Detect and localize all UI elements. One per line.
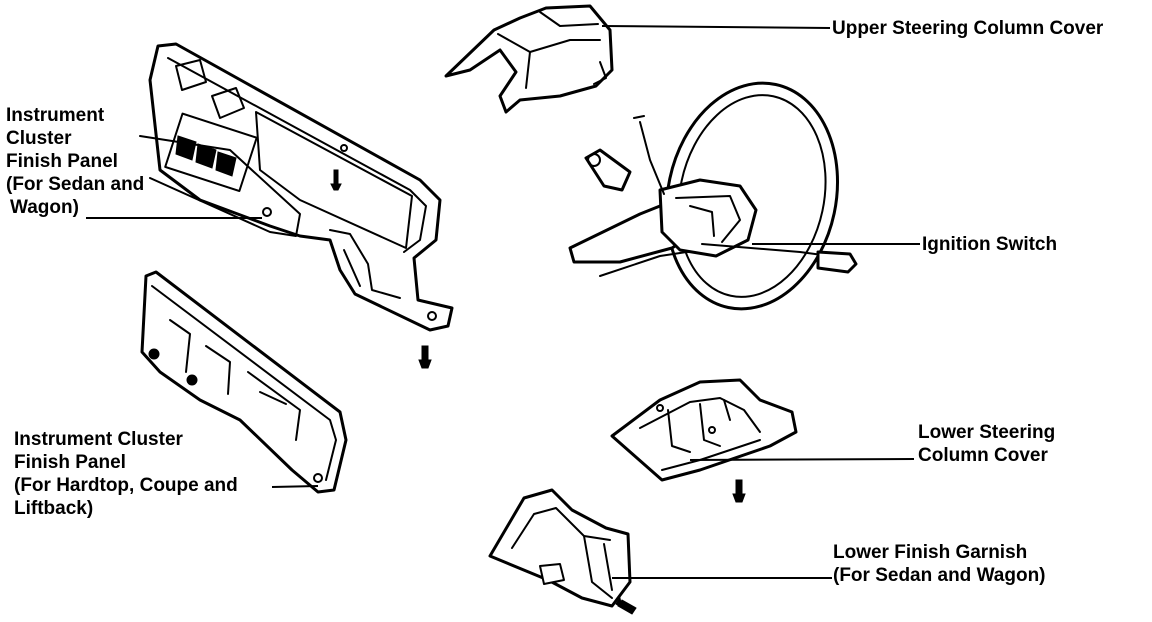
label-upper-steering-column-cover: Upper Steering Column Cover bbox=[832, 18, 1104, 39]
label-cluster-panel-hardtop: Instrument Cluster Finish Panel (For Har… bbox=[14, 429, 238, 519]
cluster-panel-hardtop bbox=[140, 270, 348, 494]
cluster-panel-sedan bbox=[139, 42, 454, 332]
label-lower-steering-column-cover: Lower Steering Column Cover bbox=[918, 422, 1056, 466]
leader-line-cluster-hardtop bbox=[271, 485, 319, 488]
lower-column-cover bbox=[610, 378, 798, 482]
screw-icon bbox=[732, 479, 746, 503]
leader-line-upper-cover bbox=[601, 25, 831, 29]
steering-assembly bbox=[568, 81, 858, 311]
lower-finish-garnish bbox=[488, 488, 632, 608]
label-cluster-panel-sedan: Instrument Cluster Finish Panel (For Sed… bbox=[6, 105, 145, 218]
screw-icon bbox=[418, 345, 432, 369]
label-ignition-switch: Ignition Switch bbox=[922, 234, 1058, 255]
leader-line-lower-cover bbox=[689, 458, 915, 461]
label-lower-finish-garnish: Lower Finish Garnish (For Sedan and Wago… bbox=[833, 542, 1046, 586]
upper-column-cover bbox=[444, 4, 614, 114]
screw-icon bbox=[615, 596, 637, 615]
